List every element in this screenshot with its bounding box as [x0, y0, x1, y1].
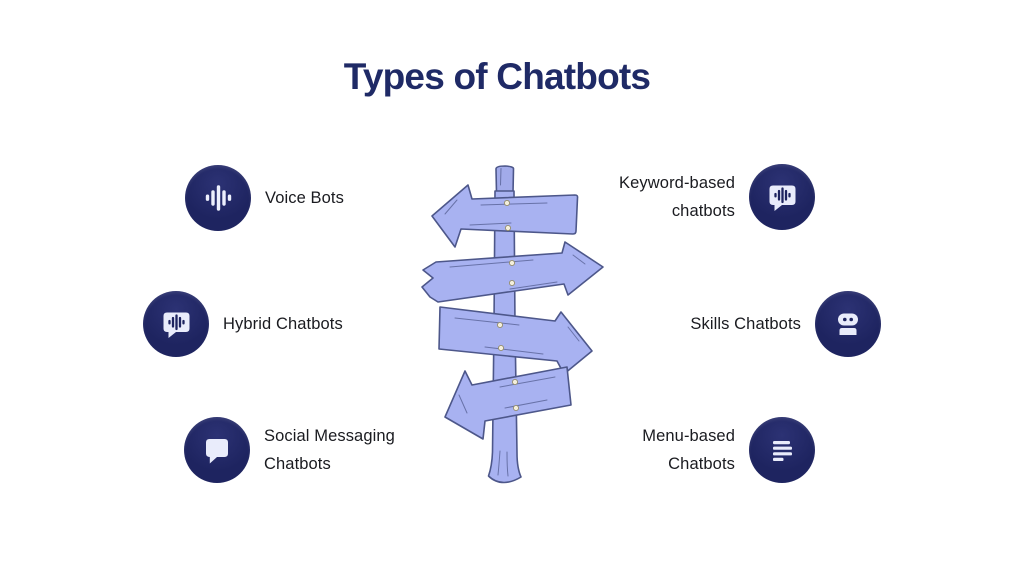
item-keyword-based-chatbots: Keyword-based chatbots — [603, 164, 815, 230]
item-label: Voice Bots — [265, 189, 344, 207]
voice-bots-icon-badge — [185, 165, 251, 231]
menu-lines-icon — [773, 441, 792, 461]
keyword-chatbots-icon-badge — [749, 164, 815, 230]
social-messaging-icon-badge — [184, 417, 250, 483]
signpost-nails — [496, 199, 520, 412]
item-label: Hybrid Chatbots — [223, 315, 343, 333]
page-title: Types of Chatbots — [343, 56, 651, 97]
speech-bubble-wave-icon — [769, 185, 796, 211]
hybrid-chatbots-icon-badge — [143, 291, 209, 357]
item-social-messaging-chatbots: Social Messaging Chatbots — [184, 417, 404, 483]
item-label: Keyword-based chatbots — [619, 174, 735, 220]
skills-chatbots-icon-badge — [815, 291, 881, 357]
item-menu-based-chatbots: Menu-based Chatbots — [623, 417, 815, 483]
wood-texture-lines — [444, 168, 586, 477]
signpost-illustration — [421, 165, 604, 484]
arrow-board-left-2 — [444, 366, 572, 440]
arrow-board-right-2 — [438, 306, 593, 375]
item-label: Skills Chatbots — [690, 315, 801, 333]
item-label: Social Messaging Chatbots — [264, 427, 395, 473]
speech-bubble-wave-icon — [163, 312, 190, 338]
item-label: Menu-based Chatbots — [642, 427, 735, 473]
robot-icon — [838, 313, 858, 335]
item-skills-chatbots: Skills Chatbots — [690, 291, 881, 357]
arrow-board-right-1 — [421, 241, 604, 303]
speech-bubble-icon — [206, 439, 228, 464]
item-voice-bots: Voice Bots — [185, 165, 344, 231]
signpost-post-cap — [495, 165, 515, 194]
arrow-board-left-1 — [431, 184, 579, 248]
voice-wave-icon — [205, 185, 232, 211]
menu-chatbots-icon-badge — [749, 417, 815, 483]
item-hybrid-chatbots: Hybrid Chatbots — [143, 291, 343, 357]
